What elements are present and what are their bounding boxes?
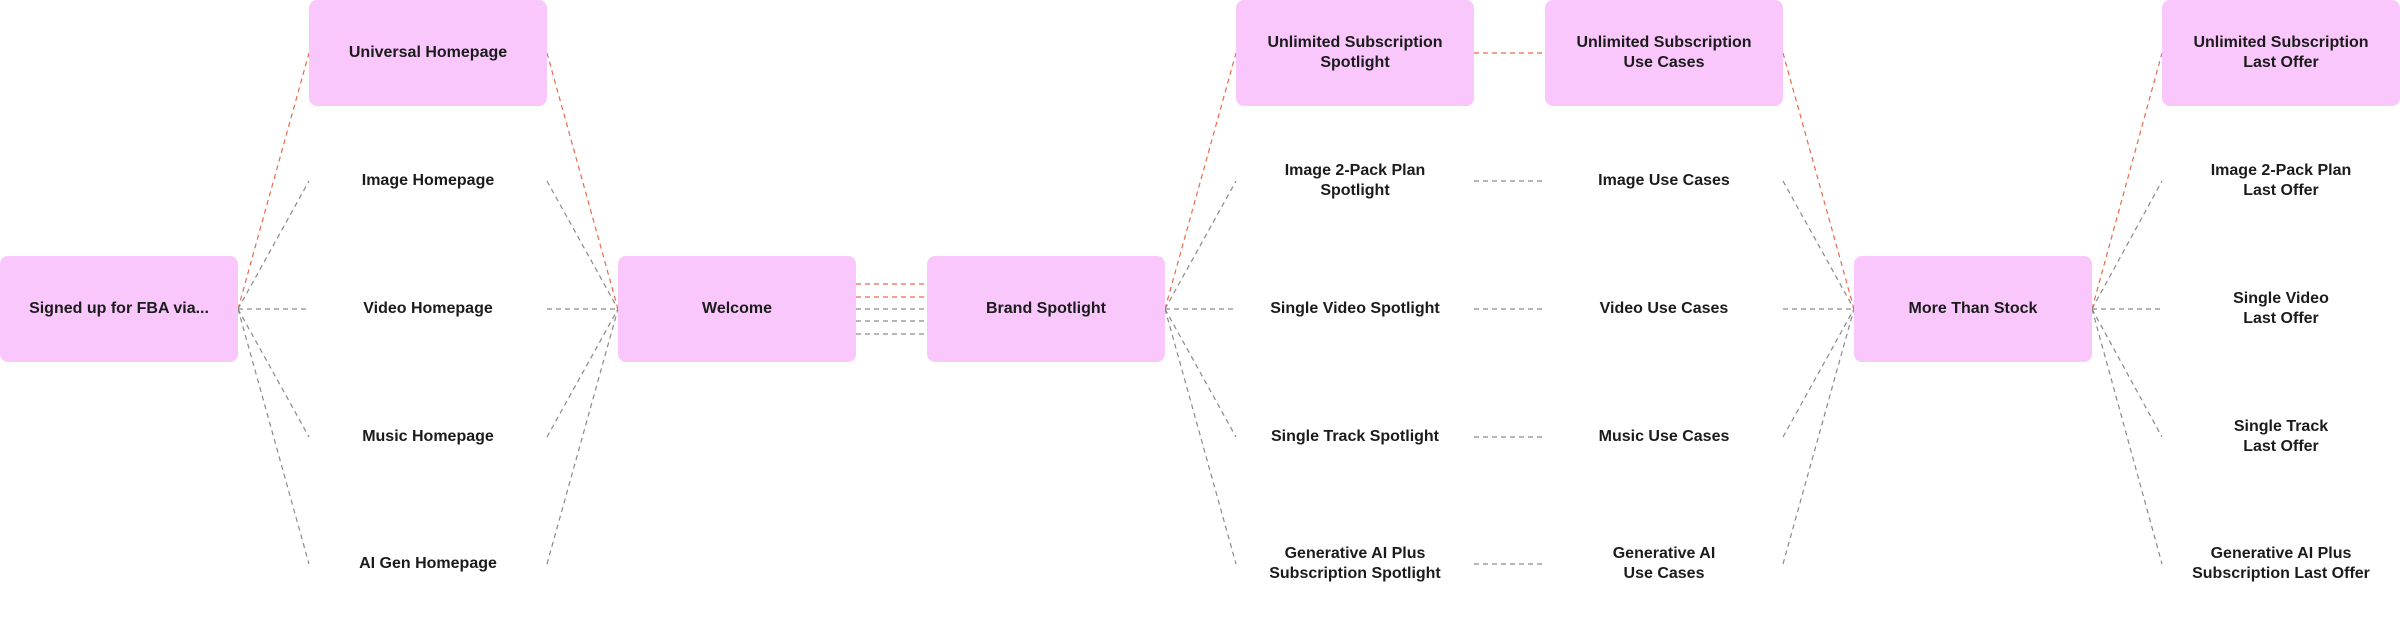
connector-line — [546, 308, 619, 565]
node-video-homepage[interactable]: Video Homepage — [363, 300, 493, 317]
connector-line — [546, 308, 619, 438]
connector-line — [1164, 180, 1237, 310]
node-signed-up-for-fba[interactable]: Signed up for FBA via... — [0, 256, 238, 362]
connector-line — [1164, 52, 1237, 310]
connector-line — [546, 52, 619, 310]
node-single-track-last-offer[interactable]: Single Track Last Offer — [2233, 418, 2329, 455]
connector-line — [237, 308, 310, 565]
connector-line — [1164, 308, 1237, 565]
connector-line — [237, 52, 310, 310]
node-music-homepage[interactable]: Music Homepage — [362, 428, 494, 445]
node-image-2-pack-spotlight[interactable]: Image 2-Pack Plan Spotlight — [1284, 162, 1426, 199]
connector-line — [237, 308, 310, 438]
node-unlimited-subscription-spotlight[interactable]: Unlimited Subscription Spotlight — [1236, 0, 1474, 106]
node-generative-ai-last-offer[interactable]: Generative AI Plus Subscription Last Off… — [2192, 545, 2370, 582]
connector-line — [237, 180, 310, 310]
node-more-than-stock[interactable]: More Than Stock — [1854, 256, 2092, 362]
node-single-track-spotlight[interactable]: Single Track Spotlight — [1270, 428, 1440, 445]
node-brand-spotlight[interactable]: Brand Spotlight — [927, 256, 1165, 362]
node-universal-homepage[interactable]: Universal Homepage — [309, 0, 547, 106]
connector-line — [546, 180, 619, 310]
node-image-2-pack-last-offer[interactable]: Image 2-Pack Plan Last Offer — [2210, 162, 2352, 199]
connector-line — [2091, 308, 2163, 565]
node-music-use-cases[interactable]: Music Use Cases — [1598, 428, 1730, 445]
connector-line — [1782, 180, 1855, 310]
node-single-video-spotlight[interactable]: Single Video Spotlight — [1270, 300, 1440, 317]
connector-line — [1782, 308, 1855, 565]
node-welcome[interactable]: Welcome — [618, 256, 856, 362]
connector-line — [1782, 308, 1855, 438]
node-image-use-cases[interactable]: Image Use Cases — [1598, 172, 1730, 189]
node-ai-gen-homepage[interactable]: AI Gen Homepage — [359, 555, 497, 572]
node-generative-ai-use-cases[interactable]: Generative AI Use Cases — [1612, 545, 1716, 582]
node-single-video-last-offer[interactable]: Single Video Last Offer — [2233, 290, 2329, 327]
node-generative-ai-spotlight[interactable]: Generative AI Plus Subscription Spotligh… — [1269, 545, 1441, 582]
connector-line — [2091, 52, 2163, 310]
node-unlimited-subscription-last-offer[interactable]: Unlimited Subscription Last Offer — [2162, 0, 2400, 106]
connector-line — [1782, 52, 1855, 310]
connector-line — [2091, 308, 2163, 438]
connector-line — [1164, 308, 1237, 438]
node-image-homepage[interactable]: Image Homepage — [361, 172, 495, 189]
connector-line — [2091, 180, 2163, 310]
node-unlimited-subscription-use-cases[interactable]: Unlimited Subscription Use Cases — [1545, 0, 1783, 106]
node-video-use-cases[interactable]: Video Use Cases — [1599, 300, 1729, 317]
